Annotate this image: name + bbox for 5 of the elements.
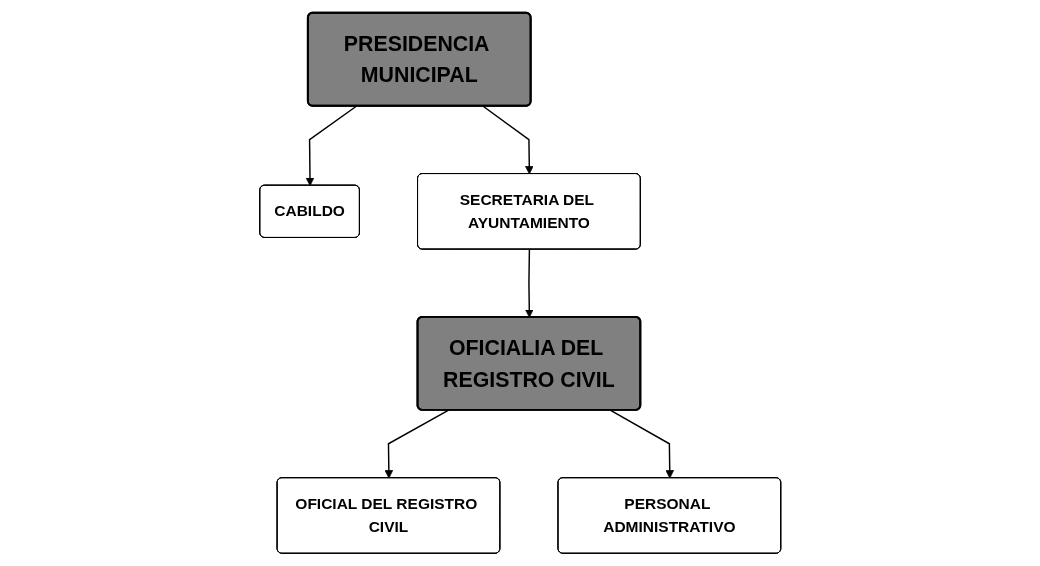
arrow	[609, 409, 674, 479]
arrow	[305, 105, 357, 187]
arrow	[482, 105, 534, 175]
arrow	[384, 409, 449, 479]
arrow	[524, 248, 534, 318]
